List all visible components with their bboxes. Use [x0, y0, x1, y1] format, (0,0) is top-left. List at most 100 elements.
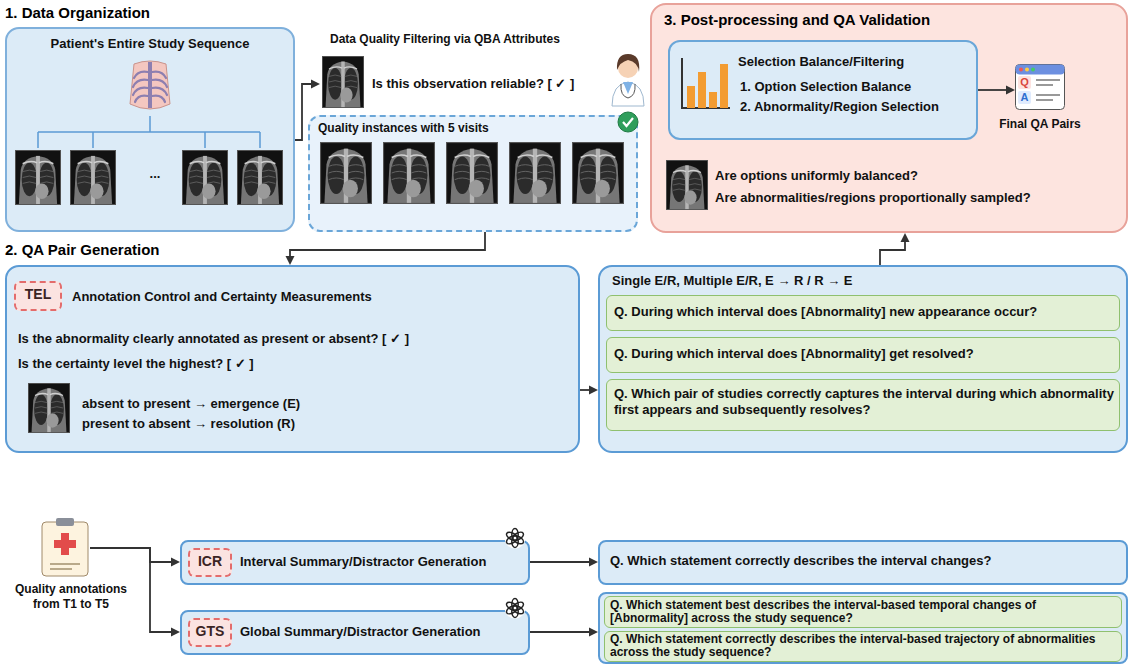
question-box: Q. During which interval does [Abnormali…: [606, 337, 1120, 373]
method-tag: TEL: [14, 281, 62, 311]
connector-line: [90, 548, 173, 632]
box-text: Are abnormalities/regions proportionally…: [715, 190, 1115, 206]
text-slot: Quality annotations from T1 to T5: [2, 582, 140, 612]
connector: [286, 232, 486, 265]
text-slot: Q. Which pair of studies correctly captu…: [614, 386, 1114, 419]
qa-document-icon: [1016, 65, 1065, 110]
section-title: 2. QA Pair Generation: [5, 241, 305, 260]
text-slot: Selection Balance/Filtering: [738, 54, 974, 70]
text-slot: 3. Post-processing and QA Validation: [664, 11, 1114, 30]
connector: [978, 86, 1015, 95]
question-panel: Q. Which statement correctly describes t…: [598, 540, 1128, 585]
text-slot: Patient's Entire Study Sequence: [5, 36, 295, 52]
check-badge: [618, 112, 638, 132]
connector-line: [880, 240, 905, 265]
process-box: ICR Interval Summary/Distractor Generatio…: [180, 540, 530, 585]
text-slot: Q. During which interval does [Abnormali…: [614, 346, 1114, 362]
xray-thumbnail: [322, 56, 364, 108]
box-text: Quality annotations from T1 to T5: [2, 582, 140, 612]
text-slot: Q. Which statement correctly describes t…: [610, 633, 1116, 659]
connector: [90, 548, 180, 637]
tag-label: GTS: [188, 623, 232, 641]
text-slot: ...: [137, 166, 173, 182]
text-slot: Data Quality Filtering via QBA Attribute…: [330, 32, 600, 47]
text-slot: TEL: [14, 286, 62, 304]
text-slot: Are options uniformly balanced?: [715, 168, 1115, 184]
xray-thumbnail: [509, 142, 561, 204]
free-label: ...: [137, 166, 173, 182]
connector-line: [530, 631, 591, 633]
question-box: Q. Which statement best describes the in…: [604, 596, 1122, 628]
text-slot: GTS: [188, 623, 232, 641]
box-text: Q. Which statement best describes the in…: [610, 599, 1116, 625]
connector: [90, 548, 180, 567]
text-slot: Q. During which interval does [Abnormali…: [614, 304, 1114, 320]
question-panel: Q. Which statement best describes the in…: [598, 592, 1128, 664]
text-slot: Q: [1018, 76, 1031, 89]
tree-lines: [38, 116, 260, 148]
text-slot: Is the certainty level the highest? [ ✓ …: [18, 356, 558, 372]
model-logo: [505, 528, 526, 549]
text-slot: Annotation Control and Certainty Measure…: [72, 289, 562, 305]
doctor-icon: [612, 54, 644, 106]
text-slot: Q. Which statement best describes the in…: [610, 599, 1116, 625]
text-slot: Interval Summary/Distractor Generation: [240, 554, 522, 570]
question-panel: Q. During which interval does [Abnormali…: [598, 265, 1128, 453]
xray-thumbnail: [572, 142, 624, 204]
text-slot: 2. QA Pair Generation: [5, 241, 305, 260]
box-text: Single E/R, Multiple E/R, E → R / R → E: [612, 273, 1112, 289]
text-slot: 2. Abnormality/Region Selection: [740, 99, 974, 115]
box-text: Final QA Pairs: [990, 117, 1090, 132]
text-slot: Is the abnormality clearly annotated as …: [18, 331, 573, 347]
xray-thumbnail: [15, 150, 61, 205]
section-title: 1. Data Organization: [5, 4, 305, 23]
bar-chart-icon: [682, 58, 730, 108]
xray-thumbnail: [237, 150, 283, 205]
text-slot: Are abnormalities/regions proportionally…: [715, 190, 1115, 206]
text-slot: Q. Which statement correctly describes t…: [610, 553, 1120, 569]
box-text: Global Summary/Distractor Generation: [240, 624, 522, 640]
xray-thumbnail: [666, 160, 708, 210]
xray-thumbnail: [446, 142, 498, 204]
tag-label: TEL: [14, 286, 62, 304]
clipboard-icon: [42, 518, 88, 576]
process-panel: TEL2. QA Pair GenerationAnnotation Contr…: [5, 265, 580, 453]
connector-line: [530, 561, 591, 563]
text-slot: Is this observation reliable? [ ✓ ]: [372, 76, 604, 92]
arrow-head: [171, 628, 180, 637]
text-slot: Global Summary/Distractor Generation: [240, 624, 522, 640]
text-slot: 1. Data Organization: [5, 4, 305, 23]
free-label: Is this observation reliable? [ ✓ ]: [372, 76, 604, 92]
box-text: Q. During which interval does [Abnormali…: [614, 304, 1114, 320]
connector-line: [90, 548, 173, 562]
arrow-head: [1006, 86, 1015, 95]
text-slot: absent to present → emergence (E): [82, 396, 562, 412]
xray-thumbnail: [320, 142, 372, 204]
connector: [580, 386, 598, 395]
box-text: absent to present → emergence (E): [82, 396, 562, 412]
box-text: Q. Which statement correctly describes t…: [610, 633, 1116, 659]
free-label: Data Quality Filtering via QBA Attribute…: [330, 32, 600, 47]
box-text: Patient's Entire Study Sequence: [5, 36, 295, 52]
ribcage-icon: [130, 61, 170, 109]
box-text: 2. Abnormality/Region Selection: [740, 99, 974, 115]
question-box: Q. During which interval does [Abnormali…: [606, 295, 1120, 331]
tag-label: ICR: [188, 553, 232, 571]
box-text: present to absent → resolution (R): [82, 416, 562, 432]
xray-thumbnail: [70, 150, 116, 205]
box-text: 1. Option Selection Balance: [740, 79, 974, 95]
arrow-head: [901, 233, 910, 242]
process-box: GTS Global Summary/Distractor Generation: [180, 610, 530, 655]
box-text: Are options uniformly balanced?: [715, 168, 1115, 184]
text-slot: 1. Option Selection Balance: [740, 79, 974, 95]
method-tag: ICR: [188, 548, 232, 577]
box-text: Q: [1018, 76, 1031, 89]
method-tag: GTS: [188, 618, 232, 647]
arrow-head: [589, 558, 598, 567]
box-text: A: [1018, 91, 1031, 104]
connector: [880, 233, 910, 265]
arrow-head: [589, 386, 598, 395]
model-logo: [505, 598, 526, 619]
box-text: Interval Summary/Distractor Generation: [240, 554, 522, 570]
arrow-head: [311, 80, 320, 89]
